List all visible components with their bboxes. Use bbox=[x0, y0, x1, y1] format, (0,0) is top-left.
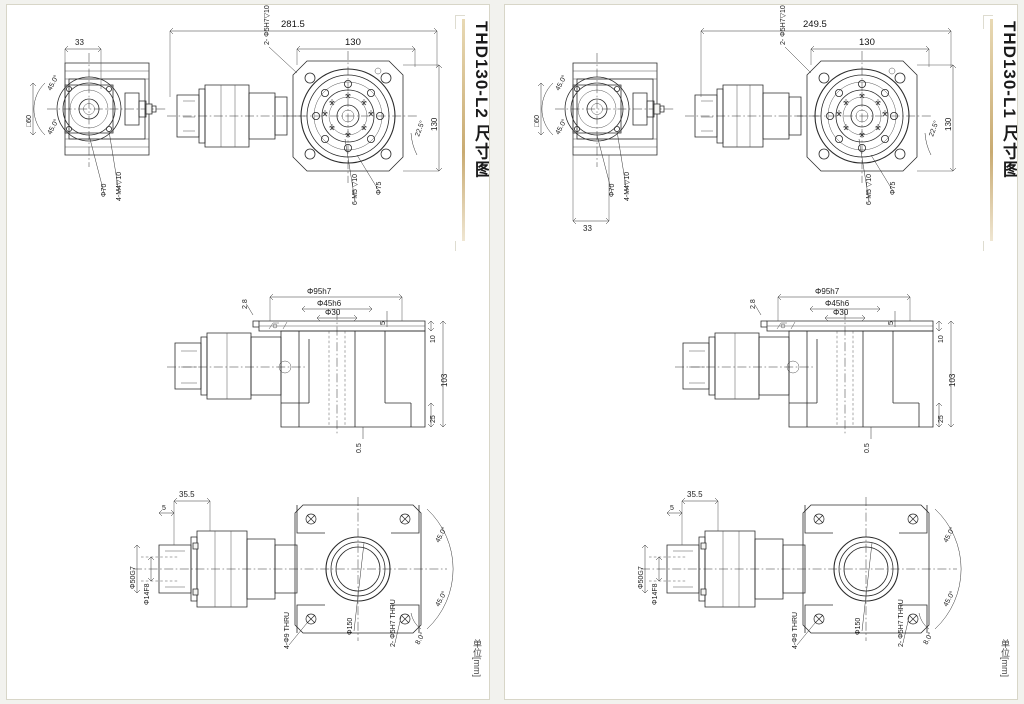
svg-text:Φ14F8: Φ14F8 bbox=[144, 583, 151, 605]
svg-text:5: 5 bbox=[888, 321, 895, 325]
svg-text:5: 5 bbox=[670, 505, 674, 512]
svg-text:0.5: 0.5 bbox=[864, 443, 871, 453]
svg-text:45.0°: 45.0° bbox=[942, 526, 957, 544]
dim-bore-dia: Φ30 bbox=[325, 308, 341, 317]
title-accent-rule bbox=[462, 19, 465, 241]
svg-text:22.5°: 22.5° bbox=[413, 119, 426, 137]
left-end-elevation: 45.0° 45.0° □60 33 Φ70 4-M4▽10 bbox=[534, 53, 675, 233]
svg-text:2.8: 2.8 bbox=[242, 299, 249, 309]
middle-section-view: Φ95h7 Φ45h6 Φ30 5 10 103 bbox=[167, 287, 449, 453]
drawing-panel-thd130-l1: THD130-L1 尺寸图 单位[mm] bbox=[504, 4, 1018, 700]
panel-title: THD130-L2 尺寸图 bbox=[472, 21, 490, 179]
technical-drawing-right: 45.0° 45.0° □60 33 Φ70 4-M4▽10 bbox=[534, 5, 995, 649]
svg-text:4-M4▽10: 4-M4▽10 bbox=[116, 172, 123, 201]
title-accent-rule bbox=[990, 19, 993, 241]
svg-text:8.0°: 8.0° bbox=[922, 631, 935, 646]
bottom-plan-view: 45.0° 45.0° 8.0° 35.5 5 Φ50G7 Φ14F8 bbox=[638, 490, 961, 649]
svg-text:Φ75: Φ75 bbox=[376, 182, 383, 195]
dim-outer-dia: Φ95h7 bbox=[307, 287, 332, 296]
svg-text:33: 33 bbox=[583, 224, 592, 233]
title-frame-line-top bbox=[455, 15, 456, 29]
title-frame-line-bottom bbox=[983, 241, 984, 251]
svg-text:Φ150: Φ150 bbox=[347, 618, 354, 635]
svg-text:45.0°: 45.0° bbox=[434, 590, 449, 608]
svg-text:Φ50G7: Φ50G7 bbox=[130, 566, 137, 589]
svg-text:2- Φ5H7 THRU: 2- Φ5H7 THRU bbox=[390, 599, 397, 647]
svg-text:2- Φ5H7▽10: 2- Φ5H7▽10 bbox=[264, 5, 271, 45]
svg-text:25: 25 bbox=[938, 415, 945, 423]
svg-text:10: 10 bbox=[938, 335, 945, 343]
svg-text:45.0°: 45.0° bbox=[46, 118, 61, 136]
svg-text:35.5: 35.5 bbox=[687, 490, 703, 499]
top-main-assembly: 281.5 130 130 2- Φ5H7▽10 bbox=[167, 5, 442, 205]
svg-text:22.5°: 22.5° bbox=[927, 119, 940, 137]
dim-outer-dia: Φ95h7 bbox=[815, 287, 840, 296]
svg-text:Φ75: Φ75 bbox=[890, 182, 897, 195]
dim-overall-length: 249.5 bbox=[803, 19, 827, 30]
svg-text:Φ70: Φ70 bbox=[101, 184, 108, 197]
svg-text:130: 130 bbox=[345, 37, 361, 48]
technical-drawing-left: 45.0° 45.0° □60 33 Φ70 4-M4▽10 bbox=[26, 5, 467, 649]
svg-text:10: 10 bbox=[430, 335, 437, 343]
svg-text:Φ14F8: Φ14F8 bbox=[652, 583, 659, 605]
top-main-assembly: 249.5 130 130 2- Φ5H7▽10 22.5° Φ75 bbox=[685, 5, 956, 205]
svg-text:130: 130 bbox=[430, 117, 439, 131]
svg-text:2.8: 2.8 bbox=[750, 299, 757, 309]
svg-text:4-M4▽10: 4-M4▽10 bbox=[624, 172, 631, 201]
svg-text:33: 33 bbox=[75, 38, 84, 47]
dim-pilot-dia: Φ45h6 bbox=[317, 299, 342, 308]
svg-text:45.0°: 45.0° bbox=[434, 526, 449, 544]
dim-pilot-dia: Φ45h6 bbox=[825, 299, 850, 308]
title-frame-line-bottom bbox=[455, 241, 456, 251]
svg-text:Φ150: Φ150 bbox=[855, 618, 862, 635]
svg-text:4-Φ9 THRU: 4-Φ9 THRU bbox=[792, 612, 799, 649]
left-end-elevation: 45.0° 45.0° □60 33 Φ70 4-M4▽10 bbox=[26, 38, 167, 201]
drawing-panel-thd130-l2: THD130-L2 尺寸图 单位[mm] bbox=[6, 4, 490, 700]
bottom-plan-view: 45.0° 45.0° 8.0° 35.5 5 Φ50G7 bbox=[130, 490, 453, 649]
svg-text:45.0°: 45.0° bbox=[46, 74, 61, 92]
svg-text:0.5: 0.5 bbox=[356, 443, 363, 453]
title-frame-line-top bbox=[983, 15, 984, 29]
panel-title: THD130-L1 尺寸图 bbox=[1000, 21, 1018, 179]
svg-text:2- Φ5H7▽10: 2- Φ5H7▽10 bbox=[780, 5, 787, 45]
svg-text:103: 103 bbox=[948, 373, 957, 387]
svg-text:45.0°: 45.0° bbox=[554, 118, 569, 136]
svg-text:25: 25 bbox=[430, 415, 437, 423]
svg-text:45.0°: 45.0° bbox=[554, 74, 569, 92]
svg-text:8.0°: 8.0° bbox=[414, 631, 427, 646]
title-frame-line-h bbox=[455, 15, 465, 16]
svg-text:Φ70: Φ70 bbox=[609, 184, 616, 197]
svg-text:□60: □60 bbox=[26, 115, 33, 127]
middle-section-view: Φ95h7 Φ45h6 Φ30 5 10 103 25 2.8 bbox=[675, 287, 957, 453]
svg-text:5: 5 bbox=[380, 321, 387, 325]
unit-note: 单位[mm] bbox=[1000, 639, 1010, 677]
svg-text:130: 130 bbox=[859, 37, 875, 48]
svg-text:103: 103 bbox=[440, 373, 449, 387]
svg-text:130: 130 bbox=[944, 117, 953, 131]
unit-note: 单位[mm] bbox=[472, 639, 482, 677]
svg-text:Φ50G7: Φ50G7 bbox=[638, 566, 645, 589]
svg-text:□60: □60 bbox=[534, 115, 541, 127]
svg-text:6-M5 ▽10: 6-M5 ▽10 bbox=[866, 174, 873, 205]
svg-text:45.0°: 45.0° bbox=[942, 590, 957, 608]
svg-text:6-M5 ▽10: 6-M5 ▽10 bbox=[352, 174, 359, 205]
dim-overall-length: 281.5 bbox=[281, 19, 305, 30]
title-frame-line-h bbox=[983, 15, 993, 16]
svg-text:4-Φ9 THRU: 4-Φ9 THRU bbox=[284, 612, 291, 649]
dim-bore-dia: Φ30 bbox=[833, 308, 849, 317]
svg-text:35.5: 35.5 bbox=[179, 490, 195, 499]
svg-text:2- Φ5H7 THRU: 2- Φ5H7 THRU bbox=[898, 599, 905, 647]
svg-text:5: 5 bbox=[162, 505, 166, 512]
